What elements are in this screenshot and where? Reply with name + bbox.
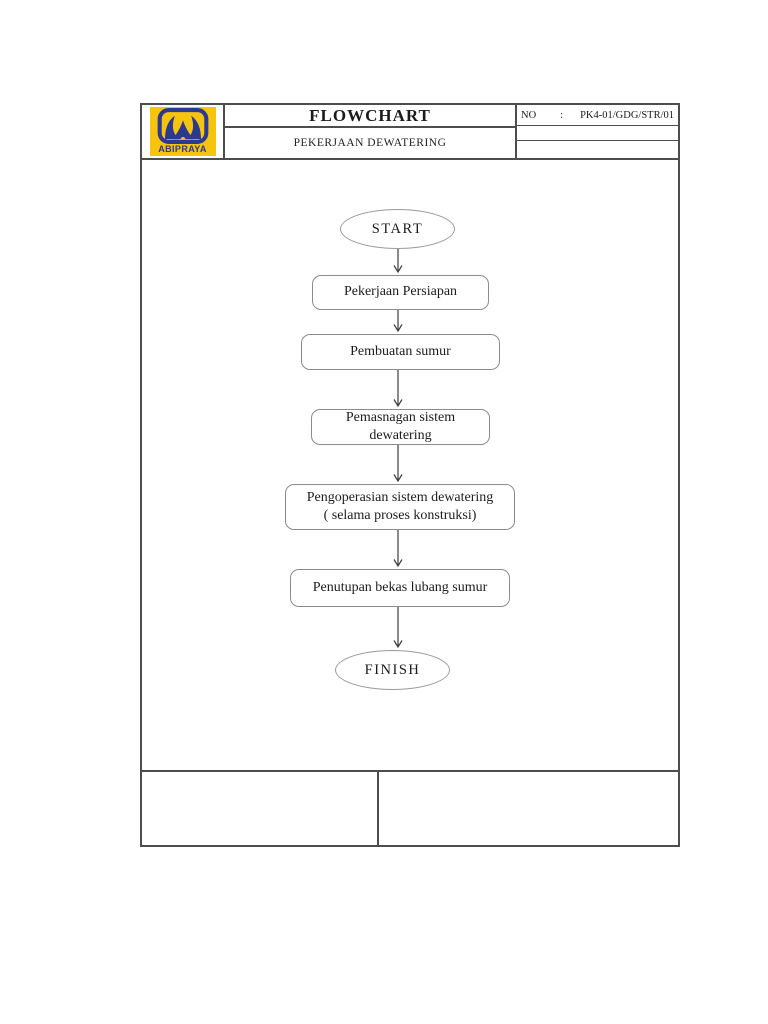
document-subtitle: PEKERJAAN DEWATERING <box>293 137 447 149</box>
document-frame: ABIPRAYA FLOWCHART PEKERJAAN DEWATERING … <box>140 103 680 847</box>
abipraya-logo-wordmark: ABIPRAYA <box>158 144 207 154</box>
doc-number-value: PK4-01/GDG/STR/01 <box>580 109 674 121</box>
flow-step-pembuatan-sumur: Pembuatan sumur <box>301 334 500 370</box>
flow-step-pemasangan-sistem-dewatering: Pemasnagan sistem dewatering <box>311 409 490 445</box>
footer-left-cell <box>142 772 379 845</box>
flow-step-line: dewatering <box>369 428 432 443</box>
arrow-down-icon-6 <box>393 607 403 649</box>
document-header: ABIPRAYA FLOWCHART PEKERJAAN DEWATERING … <box>142 105 678 160</box>
arrow-down-icon-4 <box>393 445 403 483</box>
flow-step-line: Pengoperasian sistem dewatering <box>306 489 494 505</box>
document-title: FLOWCHART <box>225 105 515 128</box>
flow-node-start: START <box>340 209 455 249</box>
flow-step-pengoperasian-sistem-dewatering: Pengoperasian sistem dewatering ( selama… <box>285 484 515 530</box>
arrow-down-icon-3 <box>393 370 403 408</box>
doc-number-label: NO <box>521 109 537 121</box>
doc-number-empty-row-2 <box>517 141 678 158</box>
arrow-down-icon-1 <box>393 249 403 274</box>
doc-number-empty-row-1 <box>517 126 678 141</box>
flow-node-finish: FINISH <box>335 650 450 690</box>
flow-step-penutupan-bekas-lubang-sumur: Penutupan bekas lubang sumur <box>290 569 510 607</box>
doc-number-colon: : <box>560 109 564 121</box>
arrow-down-icon-5 <box>393 530 403 568</box>
document-footer <box>142 770 678 845</box>
doc-number-cell: NO : PK4-01/GDG/STR/01 <box>517 105 678 158</box>
doc-number-row: NO : PK4-01/GDG/STR/01 <box>517 105 678 126</box>
logo-cell: ABIPRAYA <box>142 105 225 158</box>
flow-step-pekerjaan-persiapan: Pekerjaan Persiapan <box>312 275 489 310</box>
footer-right-cell <box>379 772 678 845</box>
flow-step-line: Pemasnagan sistem <box>345 409 456 425</box>
abipraya-logo: ABIPRAYA <box>149 107 216 156</box>
flow-step-line: ( selama proses konstruksi) <box>323 508 477 523</box>
title-cell: FLOWCHART PEKERJAAN DEWATERING <box>225 105 517 158</box>
abipraya-logo-icon <box>157 108 208 144</box>
arrow-down-icon-2 <box>393 310 403 333</box>
